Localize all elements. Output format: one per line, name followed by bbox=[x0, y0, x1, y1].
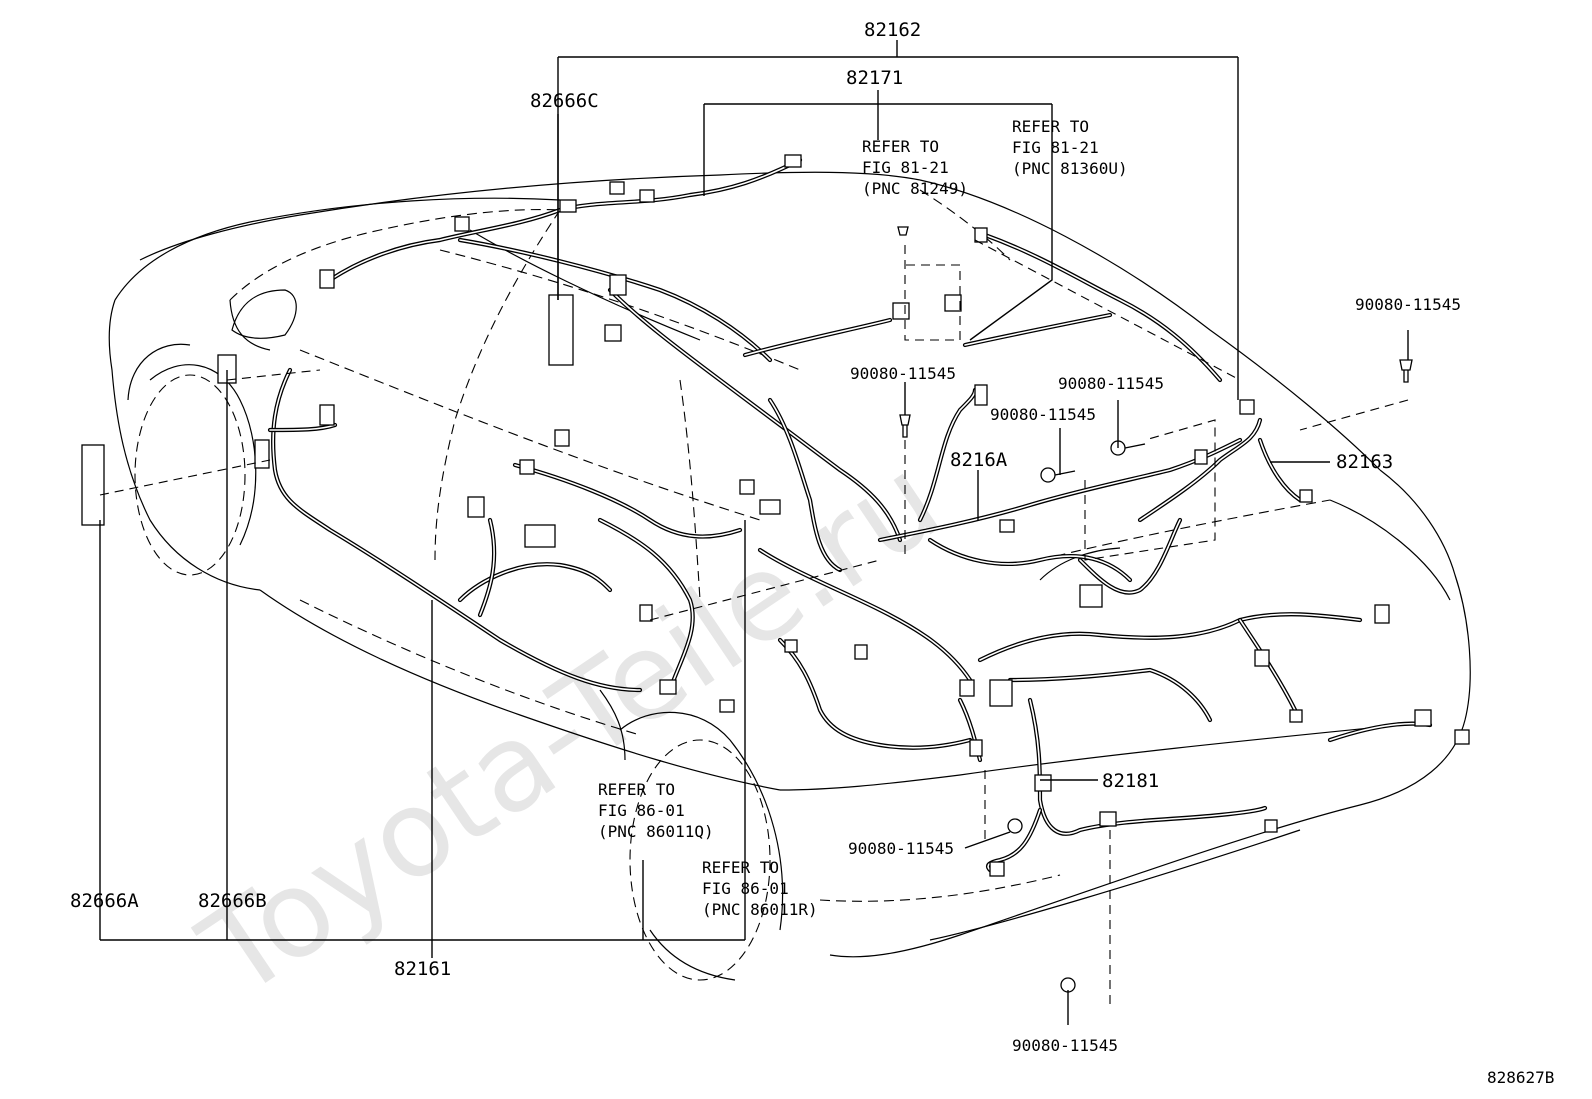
label-82666A: 82666A bbox=[70, 890, 139, 912]
label-bolt-90080-11545: 90080-11545 bbox=[1058, 374, 1164, 393]
junction-block-icon bbox=[548, 294, 574, 366]
connector-icon bbox=[1454, 729, 1470, 745]
connector-icon bbox=[659, 679, 677, 695]
label-82163: 82163 bbox=[1336, 451, 1393, 473]
leader-lines bbox=[99, 40, 1409, 1025]
connector-icon bbox=[989, 861, 1005, 877]
connector-icon bbox=[999, 519, 1015, 533]
label-82666B: 82666B bbox=[198, 890, 267, 912]
svg-text:REFER TO: REFER TO bbox=[598, 780, 675, 799]
connector-icon bbox=[1194, 449, 1208, 465]
connector-icon bbox=[944, 294, 962, 312]
label-bolt-90080-11545: 90080-11545 bbox=[1012, 1036, 1118, 1055]
label-82181: 82181 bbox=[1102, 770, 1159, 792]
connector-icon bbox=[1374, 604, 1390, 624]
bracket-icon bbox=[81, 444, 105, 526]
label-82161: 82161 bbox=[394, 958, 451, 980]
connectors bbox=[81, 154, 1470, 877]
junction-block-icon bbox=[989, 679, 1013, 707]
svg-text:(PNC 86011Q): (PNC 86011Q) bbox=[598, 822, 714, 841]
connector-icon bbox=[319, 269, 335, 289]
connector-icon bbox=[739, 479, 755, 495]
connector-icon bbox=[974, 384, 988, 406]
connector-icon bbox=[609, 274, 627, 296]
bolts bbox=[897, 226, 1413, 993]
connector-icon bbox=[892, 302, 910, 320]
figure-id: 828627B bbox=[1487, 1068, 1554, 1087]
connector-icon bbox=[604, 324, 622, 342]
bolt-icon bbox=[897, 226, 909, 236]
connector-icon bbox=[254, 439, 270, 469]
label-bolt-90080-11545: 90080-11545 bbox=[990, 405, 1096, 424]
connector-icon bbox=[1079, 584, 1103, 608]
svg-text:REFER TO: REFER TO bbox=[1012, 117, 1089, 136]
harness-center-8216A bbox=[607, 287, 1243, 683]
bolt-icon bbox=[1007, 818, 1023, 834]
svg-text:FIG 86-01: FIG 86-01 bbox=[598, 801, 685, 820]
note-refer-86011Q: REFER TO FIG 86-01 (PNC 86011Q) bbox=[598, 780, 714, 841]
svg-text:REFER TO: REFER TO bbox=[702, 858, 779, 877]
bolt-labels: 90080-11545 90080-11545 90080-11545 9008… bbox=[848, 295, 1461, 1055]
label-bolt-90080-11545: 90080-11545 bbox=[850, 364, 956, 383]
label-8216A: 8216A bbox=[950, 449, 1008, 471]
connector-icon bbox=[784, 154, 802, 168]
label-bolt-90080-11545: 90080-11545 bbox=[848, 839, 954, 858]
note-refer-86011R: REFER TO FIG 86-01 (PNC 86011R) bbox=[702, 858, 818, 919]
watermark: Toyota-Teile.ru bbox=[178, 431, 965, 1025]
svg-text:(PNC 81360U): (PNC 81360U) bbox=[1012, 159, 1128, 178]
bolt-icon bbox=[1040, 467, 1056, 483]
connector-icon bbox=[554, 429, 570, 447]
label-82171: 82171 bbox=[846, 67, 903, 89]
svg-text:(PNC 86011R): (PNC 86011R) bbox=[702, 900, 818, 919]
connector-icon bbox=[454, 216, 470, 232]
svg-text:FIG 81-21: FIG 81-21 bbox=[1012, 138, 1099, 157]
connector-icon bbox=[1254, 649, 1270, 667]
connector-icon bbox=[1414, 709, 1432, 727]
dashed-locator-lines bbox=[99, 239, 1409, 1005]
connector-icon bbox=[524, 524, 556, 548]
connector-icon bbox=[959, 679, 975, 697]
connector-icon bbox=[969, 739, 983, 757]
svg-text:(PNC 81249): (PNC 81249) bbox=[862, 179, 968, 198]
part-number-labels: 82162 82171 82666C 82163 8216A 82181 826… bbox=[70, 19, 1554, 1087]
harness-trunk-82181 bbox=[777, 612, 1433, 873]
connector-icon bbox=[1099, 811, 1117, 827]
label-82162: 82162 bbox=[864, 19, 921, 41]
connector-icon bbox=[1289, 709, 1303, 723]
bolt-icon bbox=[1399, 359, 1413, 383]
connector-icon bbox=[974, 227, 988, 243]
bolt-icon bbox=[1060, 977, 1076, 993]
connector-icon bbox=[609, 181, 625, 195]
connector-icon bbox=[784, 639, 798, 653]
connector-icon bbox=[319, 404, 335, 426]
bolt-icon bbox=[899, 414, 911, 438]
connector-icon bbox=[559, 199, 577, 213]
note-refer-81360U: REFER TO FIG 81-21 (PNC 81360U) bbox=[1012, 117, 1128, 178]
connector-icon bbox=[1034, 774, 1052, 792]
car-body-outline bbox=[108, 171, 1471, 981]
svg-text:FIG 86-01: FIG 86-01 bbox=[702, 879, 789, 898]
connector-icon bbox=[854, 644, 868, 660]
connector-icon bbox=[719, 699, 735, 713]
harness-floor-82161 bbox=[267, 367, 743, 693]
refer-notes: REFER TO FIG 81-21 (PNC 81249) REFER TO … bbox=[598, 117, 1128, 919]
connector-icon bbox=[759, 499, 781, 515]
connector-icon bbox=[1299, 489, 1313, 503]
connector-icon bbox=[639, 604, 653, 622]
note-refer-81249: REFER TO FIG 81-21 (PNC 81249) bbox=[862, 137, 968, 198]
connector-icon bbox=[639, 189, 655, 203]
svg-text:REFER TO: REFER TO bbox=[862, 137, 939, 156]
label-82666C: 82666C bbox=[530, 90, 599, 112]
label-bolt-90080-11545: 90080-11545 bbox=[1355, 295, 1461, 314]
harness-rear-82163 bbox=[1077, 417, 1303, 595]
connector-icon bbox=[467, 496, 485, 518]
connector-icon bbox=[1264, 819, 1278, 833]
connector-icon bbox=[519, 459, 535, 475]
svg-text:FIG 81-21: FIG 81-21 bbox=[862, 158, 949, 177]
connector-icon bbox=[1239, 399, 1255, 415]
